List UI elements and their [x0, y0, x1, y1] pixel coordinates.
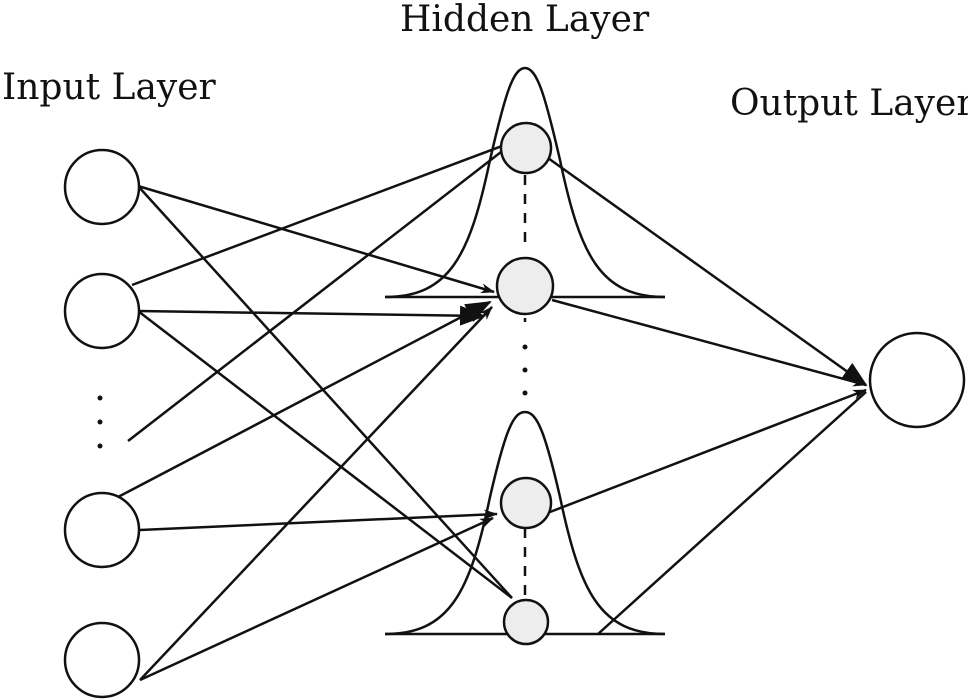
ellipsis-dot: [522, 390, 528, 396]
ellipsis-dot: [97, 395, 103, 401]
hidden-node-4: [502, 598, 550, 646]
hidden-node-2: [495, 256, 555, 316]
hidden-output-connections: [547, 156, 868, 635]
hidden-node-3: [499, 476, 553, 530]
edge-i2-h1: [131, 141, 511, 287]
ellipsis-dot: [97, 443, 103, 449]
gaussian-curve-upper: [384, 66, 666, 299]
edge-i4-h2: [139, 306, 493, 681]
edge-i3-h3: [139, 509, 498, 532]
hidden-layer-label: Hidden Layer: [400, 0, 650, 40]
gaussian-curve-lower: [384, 410, 666, 636]
hidden-ellipsis: [522, 344, 528, 396]
input-ellipsis: [97, 395, 103, 449]
output-layer-label: Output Layer: [730, 83, 968, 124]
ellipsis-dot: [522, 344, 528, 350]
edge-i1-h2: [137, 184, 495, 294]
input-node-3: [63, 491, 141, 569]
input-node-1: [63, 148, 141, 226]
edge-h1-o: [547, 156, 868, 387]
input-hidden-connections: [117, 141, 513, 682]
input-node-4: [63, 621, 141, 699]
edge-i4-h3: [139, 516, 494, 682]
edge-h3-o: [549, 388, 867, 514]
ellipsis-dot: [522, 367, 528, 373]
edge-i3-h2: [117, 300, 492, 499]
input-nodes: [63, 148, 141, 699]
hidden-nodes: [495, 121, 555, 646]
edge-i2-h4: [137, 310, 513, 599]
ellipsis-dot: [97, 419, 103, 425]
edge-h4-o: [597, 391, 867, 635]
input-layer-label: Input Layer: [2, 67, 216, 108]
input-node-2: [63, 272, 141, 350]
edge-i2-h2: [137, 305, 486, 326]
edge-dots-h1: [127, 144, 511, 442]
hidden-node-1: [499, 121, 553, 175]
output-node: [868, 331, 966, 429]
edge-h2-o: [551, 298, 867, 387]
edge-i1-h4: [137, 185, 513, 599]
